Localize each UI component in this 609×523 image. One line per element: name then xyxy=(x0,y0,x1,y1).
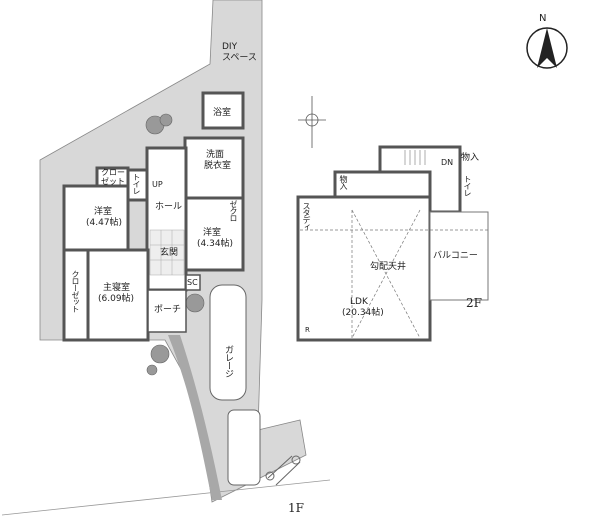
room-entrance: 玄関 xyxy=(160,248,179,258)
room-washroom-1: 洗面 xyxy=(206,150,225,160)
floor1-label: 1F xyxy=(288,501,304,515)
room-ldk-2: (20.34帖) xyxy=(342,308,384,318)
vaulted-ceiling-lines xyxy=(300,209,488,339)
floor2-label: 2F xyxy=(466,296,482,310)
stairs xyxy=(404,150,426,165)
room-storage-left: 物入 xyxy=(339,175,348,189)
room-master-1: 主寝室 xyxy=(103,283,131,293)
room-porch: ポーチ xyxy=(154,305,182,315)
room-hall: ホール xyxy=(155,202,183,212)
floor1-walls xyxy=(62,91,245,342)
room-storage-top: 物入 xyxy=(461,153,480,163)
room-western-b-2: (4.34帖) xyxy=(197,239,234,249)
balcony-area xyxy=(429,211,489,301)
room-toilet: トイレ xyxy=(132,173,141,194)
stairs-dn: DN xyxy=(441,158,454,167)
tree-icon xyxy=(145,113,205,376)
room-western-b-1: 洋室 xyxy=(203,228,222,238)
room-washroom-2: 脱衣室 xyxy=(204,161,232,171)
vaulted-ceiling-label: 勾配天井 xyxy=(370,262,407,272)
room-master-closet: クローゼット xyxy=(71,270,80,312)
room-closet-top-2: ゼット xyxy=(101,177,125,186)
fridge-label: R xyxy=(305,326,310,334)
diy-label-2: スペース xyxy=(222,53,257,63)
room-western-a-1: 洋室 xyxy=(94,207,113,217)
north-label: N xyxy=(539,13,547,24)
room-master-2: (6.09帖) xyxy=(98,294,135,304)
room-ldk-1: LDK xyxy=(350,297,368,307)
floor2-walls xyxy=(296,145,462,342)
room-toilet-2f: トイレ xyxy=(463,175,472,196)
room-western-a-2: (4.47帖) xyxy=(86,218,123,228)
room-closet-b: ゼクロ xyxy=(229,200,238,221)
room-sc: SC xyxy=(187,278,198,287)
diy-label-1: DIY xyxy=(222,42,238,52)
north-arrow-icon xyxy=(526,27,568,69)
bicycle-icon xyxy=(265,455,301,486)
small-compass-icon xyxy=(298,96,326,148)
lot-boundary xyxy=(1,479,331,516)
car-icon xyxy=(209,284,261,486)
stairs-up: UP xyxy=(152,180,163,189)
room-balcony: バルコニー xyxy=(433,251,478,261)
entrance-tiles xyxy=(149,229,185,276)
room-bath: 浴室 xyxy=(213,108,232,118)
room-study: スタディ xyxy=(302,202,311,230)
room-garage: ガレージ xyxy=(223,345,233,377)
walkway xyxy=(168,335,222,500)
room-closet-top-1: クロー xyxy=(101,168,125,177)
